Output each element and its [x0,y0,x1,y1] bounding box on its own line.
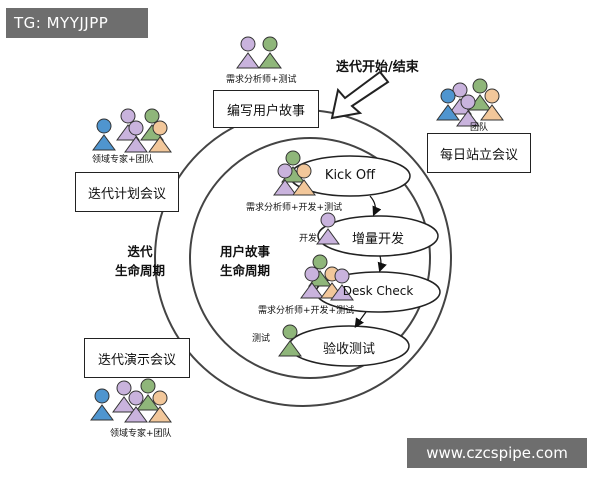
caption-domain-team-lower: 领域专家+团队 [110,429,172,439]
people-domain-team-lower [90,378,172,423]
people-domain-team-upper [92,108,172,153]
iteration-label-line1: 迭代 [127,244,153,259]
plan-meeting-box: 迭代计划会议 [75,172,179,212]
start-arrow [330,70,390,120]
arrow-desk-accept [354,311,367,328]
people-analyst-tester-top [236,36,282,69]
iteration-lifecycle-label: 迭代 生命周期 [110,242,170,280]
watermark-label: www.czcspipe.com [407,438,587,468]
caption-domain-team-upper: 领域专家+团队 [92,155,154,165]
caption-team: 团队 [470,123,489,133]
arrow-dev-desk [377,255,387,273]
iteration-label-line2: 生命周期 [114,263,165,278]
story-ring [189,137,431,379]
caption-analyst-dev-tester-2: 需求分析师+开发+测试 [258,306,355,316]
daily-standup-label: 每日站立会议 [439,147,518,163]
caption-developer: 开发 [299,234,318,244]
deskcheck-label: Desk Check [342,284,414,298]
plan-meeting-label: 迭代计划会议 [87,186,166,202]
caption-tester: 测试 [252,334,271,344]
story-lifecycle-label: 用户故事 生命周期 [210,242,280,280]
story-label-line2: 生命周期 [219,263,270,278]
caption-analyst-tester-top: 需求分析师+测试 [226,75,297,85]
demo-meeting-box: 迭代演示会议 [84,338,190,378]
kickoff-label: Kick Off [324,168,376,183]
story-label-line1: 用户故事 [219,244,270,259]
daily-standup-box: 每日站立会议 [427,133,531,173]
dev-label: 增量开发 [351,232,404,247]
arrow-kickoff-dev [369,195,382,217]
caption-analyst-dev-tester-1: 需求分析师+开发+测试 [246,203,343,213]
write-story-label: 编写用户故事 [226,103,305,119]
demo-meeting-label: 迭代演示会议 [97,352,176,368]
tg-label: TG: MYYJJPP [6,8,148,38]
write-story-box: 编写用户故事 [213,90,319,128]
people-team [436,78,504,127]
acceptance-label: 验收测试 [322,342,375,357]
start-end-label: 迭代开始/结束 [336,60,419,75]
